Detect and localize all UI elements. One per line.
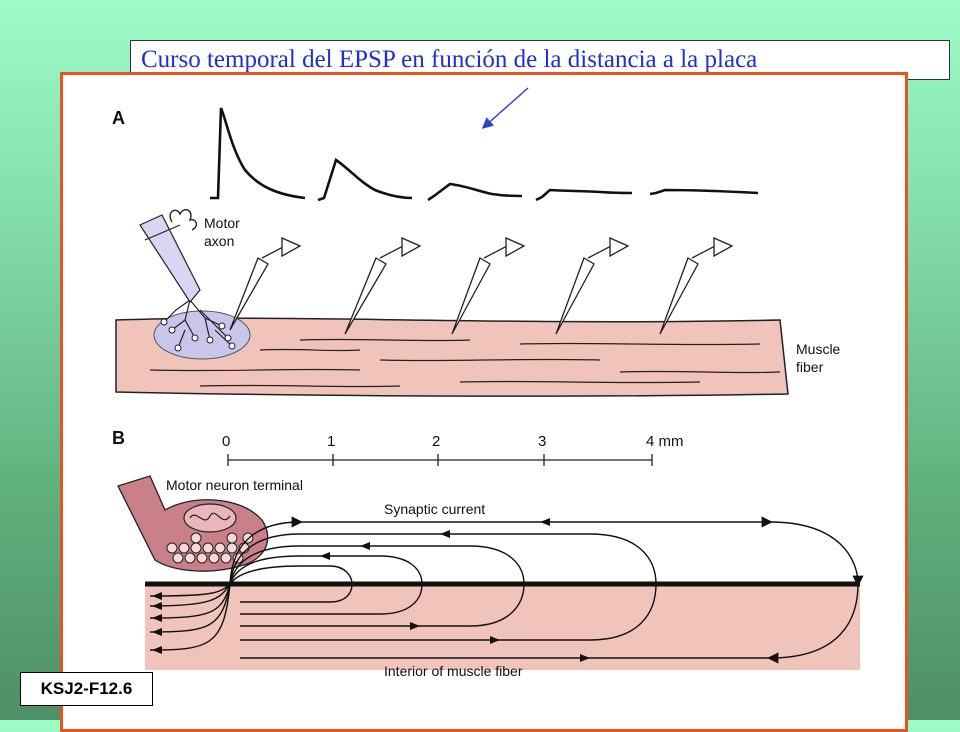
distance-scale: 0 1 2 3 4 mm: [222, 433, 684, 466]
epsp-trace-1mm: [317, 157, 413, 202]
epsp-trace-0mm: [210, 107, 306, 200]
motor-endplate: [153, 299, 251, 360]
figure-code-label: KSJ2-F12.6: [20, 672, 153, 706]
scale-tick-2: 2: [432, 433, 440, 450]
epsp-trace-3mm: [535, 188, 633, 202]
muscle-fiber: [115, 317, 789, 397]
motor-axon-label-line1: Motor: [204, 215, 240, 231]
panel-a-label: A: [112, 108, 125, 128]
scale-tick-3: 3: [538, 433, 546, 450]
electrode-2mm: [451, 236, 526, 335]
electrode-0mm: [229, 236, 302, 331]
motor-neuron-terminal: [117, 475, 269, 572]
muscle-fiber-label-line2: fiber: [796, 359, 824, 375]
interior-label: Interior of muscle fiber: [384, 663, 523, 679]
current-loop-4mm: [229, 516, 864, 664]
scale-tick-4: 4 mm: [646, 433, 684, 450]
current-loop-2mm: [229, 545, 525, 627]
current-loop-0mm: [229, 565, 353, 603]
epsp-traces: [210, 107, 759, 202]
current-loop-1mm: [229, 555, 423, 615]
recording-electrodes: [229, 236, 734, 335]
epsp-trace-2mm: [427, 182, 523, 202]
scale-tick-0: 0: [222, 433, 230, 450]
electrode-3mm: [555, 236, 630, 335]
current-loop-3mm: [229, 533, 657, 641]
title-pointer-arrow: [481, 87, 529, 129]
motor-axon: [139, 209, 201, 304]
electrode-1mm: [344, 236, 422, 335]
epsp-trace-4mm: [649, 188, 759, 196]
synaptic-current-label: Synaptic current: [384, 501, 485, 517]
panel-b-label: B: [112, 428, 125, 448]
scale-tick-1: 1: [327, 433, 335, 450]
motor-neuron-terminal-label: Motor neuron terminal: [166, 477, 303, 493]
motor-axon-label-line2: axon: [204, 233, 234, 249]
current-arrows: [152, 518, 590, 662]
electrode-4mm: [659, 236, 734, 335]
synaptic-current-loops: [149, 516, 864, 664]
muscle-fiber-interior: [145, 584, 860, 670]
muscle-fiber-label-line1: Muscle: [796, 341, 841, 357]
